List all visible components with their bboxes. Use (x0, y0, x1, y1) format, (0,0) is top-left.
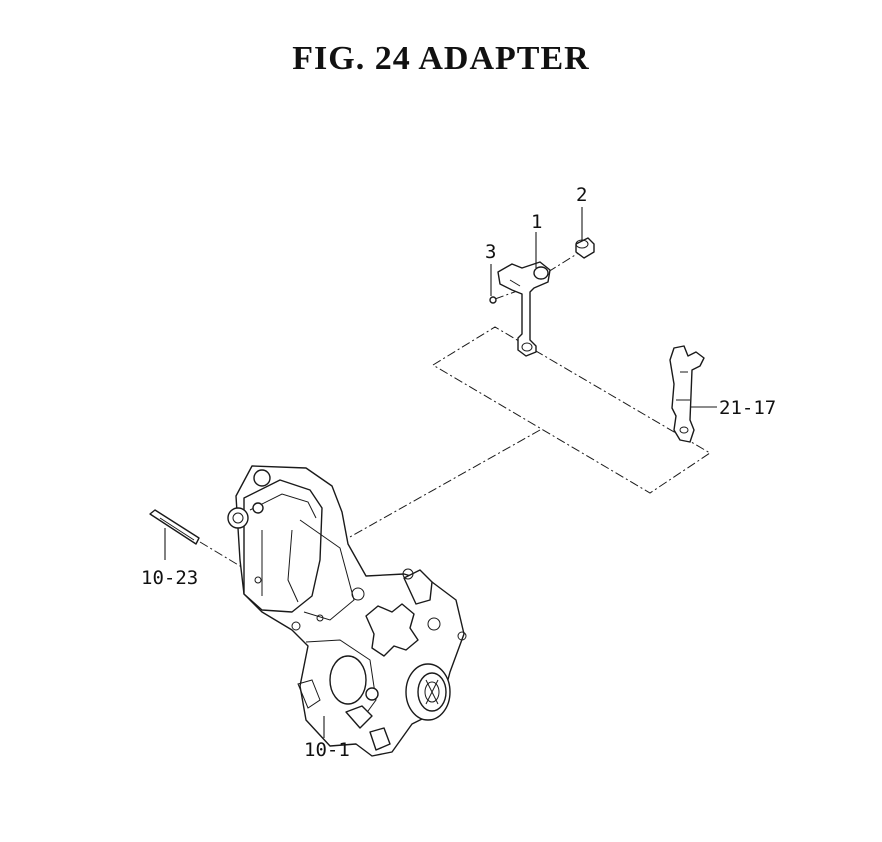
callout-part-3: 3 (485, 241, 496, 263)
bushing-2-axis-line (547, 251, 581, 273)
callout-part-1: 1 (531, 211, 542, 233)
pin-part-10-23 (149, 509, 200, 545)
gear-housing-assembly (227, 465, 467, 757)
callout-part-2: 2 (576, 184, 587, 206)
assembly-plane-outline (432, 326, 711, 494)
callout-part-10-1: 10-1 (304, 739, 350, 761)
callout-part-21-17: 21-17 (719, 397, 776, 419)
lever-part-1 (497, 261, 551, 357)
fork-part-21-17 (669, 345, 705, 443)
bushing-part-2 (575, 237, 595, 259)
pin-part-3 (489, 296, 497, 304)
callout-part-10-23: 10-23 (141, 567, 198, 589)
figure-title: FIG. 24 ADAPTER (292, 40, 590, 77)
